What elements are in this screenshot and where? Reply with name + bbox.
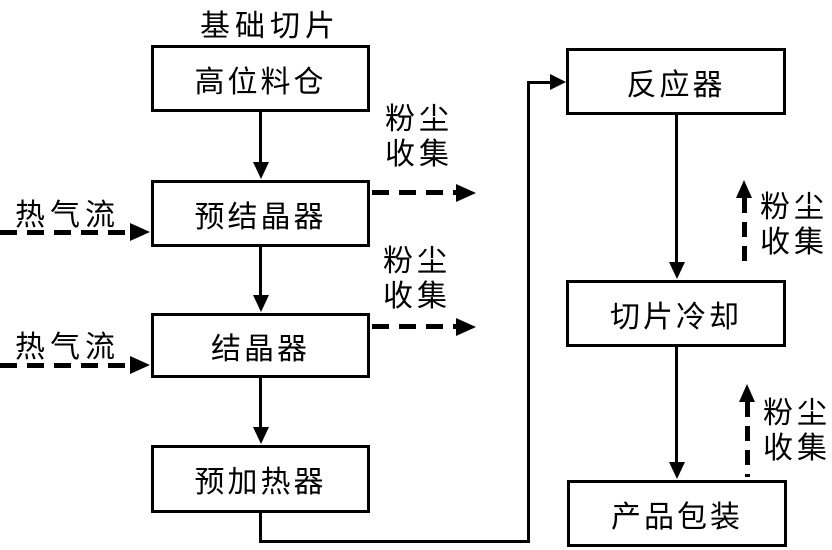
arrowhead-right-icon (456, 184, 476, 202)
dust-label-line: 粉尘 (760, 190, 828, 225)
node-preheater: 预加热器 (151, 445, 370, 513)
dashed-line (372, 324, 458, 329)
connector-segment (527, 81, 530, 543)
connector-segment (259, 540, 530, 543)
dust-label-line: 粉尘 (763, 396, 831, 431)
node-product-packaging: 产品包装 (567, 480, 787, 547)
dashed-line (742, 198, 747, 270)
arrowhead-down-icon (669, 462, 685, 479)
dust-label-4: 粉尘 收集 (760, 396, 832, 466)
node-silo: 高位料仓 (151, 45, 370, 112)
connector-segment (527, 81, 551, 84)
feed-label-base-chips: 基础切片 (200, 9, 340, 44)
dust-label-2: 粉尘 收集 (378, 244, 456, 314)
arrowhead-up-icon (739, 384, 755, 402)
arrowhead-down-icon (253, 427, 269, 444)
connector-segment (259, 513, 262, 543)
dust-label-line: 收集 (383, 279, 451, 314)
arrowhead-down-icon (253, 295, 269, 312)
arrowhead-right-icon (456, 318, 476, 336)
dust-label-line: 粉尘 (385, 102, 453, 137)
dust-label-1: 粉尘 收集 (380, 102, 458, 172)
arrowhead-right-icon (550, 74, 566, 90)
node-crystallizer: 结晶器 (151, 313, 370, 378)
dust-label-line: 收集 (385, 137, 453, 172)
node-chip-cooling: 切片冷却 (566, 280, 786, 347)
arrow-line (675, 347, 678, 464)
hot-gas-label-1: 热气流 (15, 198, 120, 233)
arrowhead-up-icon (736, 180, 752, 198)
hot-gas-label-2: 热气流 (15, 330, 120, 365)
dust-label-line: 收集 (760, 225, 828, 260)
dashed-line (0, 230, 130, 235)
arrowhead-right-icon (130, 356, 150, 374)
arrow-line (259, 112, 262, 164)
dashed-line (372, 190, 458, 195)
arrow-line (259, 378, 262, 429)
dashed-line (0, 363, 130, 368)
node-precrystallizer: 预结晶器 (151, 180, 370, 247)
dust-label-line: 粉尘 (383, 244, 451, 279)
arrow-line (259, 247, 262, 297)
arrowhead-down-icon (253, 162, 269, 179)
arrow-line (675, 115, 678, 264)
dust-label-line: 收集 (763, 431, 831, 466)
dust-label-3: 粉尘 收集 (757, 190, 831, 260)
arrowhead-right-icon (130, 223, 150, 241)
dashed-line (745, 402, 750, 477)
node-reactor: 反应器 (566, 48, 786, 115)
arrowhead-down-icon (669, 262, 685, 279)
